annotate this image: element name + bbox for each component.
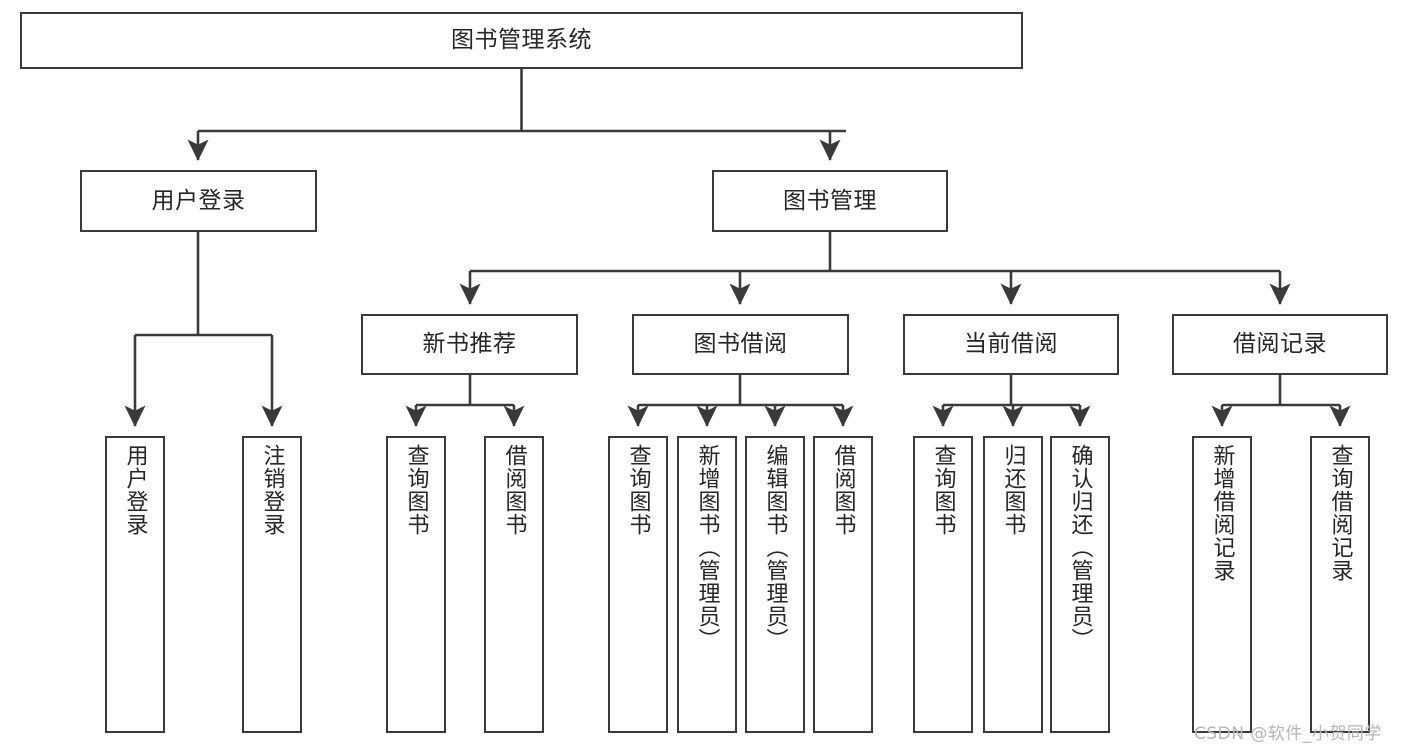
leaf-borrow-book[interactable]: 借阅图书: [813, 436, 873, 733]
leaf-add-book-admin-label: 新增图书（管理员）: [694, 444, 720, 651]
node-new-book-recommend-label: 新书推荐: [422, 331, 517, 358]
node-current-borrow-label: 当前借阅: [964, 331, 1058, 358]
leaf-edit-book-admin-label: 编辑图书（管理员）: [762, 444, 788, 651]
leaf-add-book-admin[interactable]: 新增图书（管理员）: [677, 436, 737, 733]
leaf-return-book[interactable]: 归还图书: [983, 436, 1043, 733]
leaf-query-book-current-label: 查询图书: [930, 444, 956, 536]
node-root[interactable]: 图书管理系统: [20, 12, 1023, 69]
leaf-confirm-return-admin-label: 确认归还（管理员）: [1067, 444, 1093, 651]
leaf-logout-label: 注销登录: [259, 444, 285, 536]
node-book-management-label: 图书管理: [783, 187, 877, 214]
node-borrow-record-label: 借阅记录: [1233, 331, 1327, 358]
leaf-query-book-recommend[interactable]: 查询图书: [386, 436, 446, 733]
leaf-user-login[interactable]: 用户登录: [105, 436, 165, 733]
leaf-query-book-borrow-label: 查询图书: [625, 444, 651, 536]
node-user-login-label: 用户登录: [151, 187, 246, 214]
node-current-borrow[interactable]: 当前借阅: [903, 314, 1119, 375]
leaf-query-borrow-record[interactable]: 查询借阅记录: [1310, 436, 1370, 733]
node-book-borrow-label: 图书借阅: [693, 331, 788, 358]
node-root-label: 图书管理系统: [451, 27, 592, 54]
leaf-logout[interactable]: 注销登录: [242, 436, 302, 733]
leaf-borrow-book-label: 借阅图书: [830, 444, 856, 536]
node-borrow-record[interactable]: 借阅记录: [1172, 314, 1388, 375]
node-new-book-recommend[interactable]: 新书推荐: [361, 314, 578, 375]
leaf-query-borrow-record-label: 查询借阅记录: [1327, 444, 1353, 582]
node-book-management[interactable]: 图书管理: [712, 170, 948, 232]
leaf-query-book-recommend-label: 查询图书: [403, 444, 429, 536]
leaf-query-book-current[interactable]: 查询图书: [913, 436, 973, 733]
leaf-add-borrow-record[interactable]: 新增借阅记录: [1192, 436, 1252, 733]
leaf-borrow-book-recommend[interactable]: 借阅图书: [484, 436, 544, 733]
node-book-borrow[interactable]: 图书借阅: [632, 314, 849, 375]
node-user-login[interactable]: 用户登录: [80, 170, 317, 232]
leaf-return-book-label: 归还图书: [1000, 444, 1026, 536]
leaf-confirm-return-admin[interactable]: 确认归还（管理员）: [1050, 436, 1110, 733]
leaf-query-book-borrow[interactable]: 查询图书: [608, 436, 668, 733]
leaf-edit-book-admin[interactable]: 编辑图书（管理员）: [745, 436, 805, 733]
leaf-user-login-label: 用户登录: [122, 444, 148, 536]
csdn-watermark: CSDN @软件_小贺同学: [1194, 724, 1382, 744]
leaf-borrow-book-recommend-label: 借阅图书: [501, 444, 527, 536]
leaf-add-borrow-record-label: 新增借阅记录: [1209, 444, 1235, 582]
